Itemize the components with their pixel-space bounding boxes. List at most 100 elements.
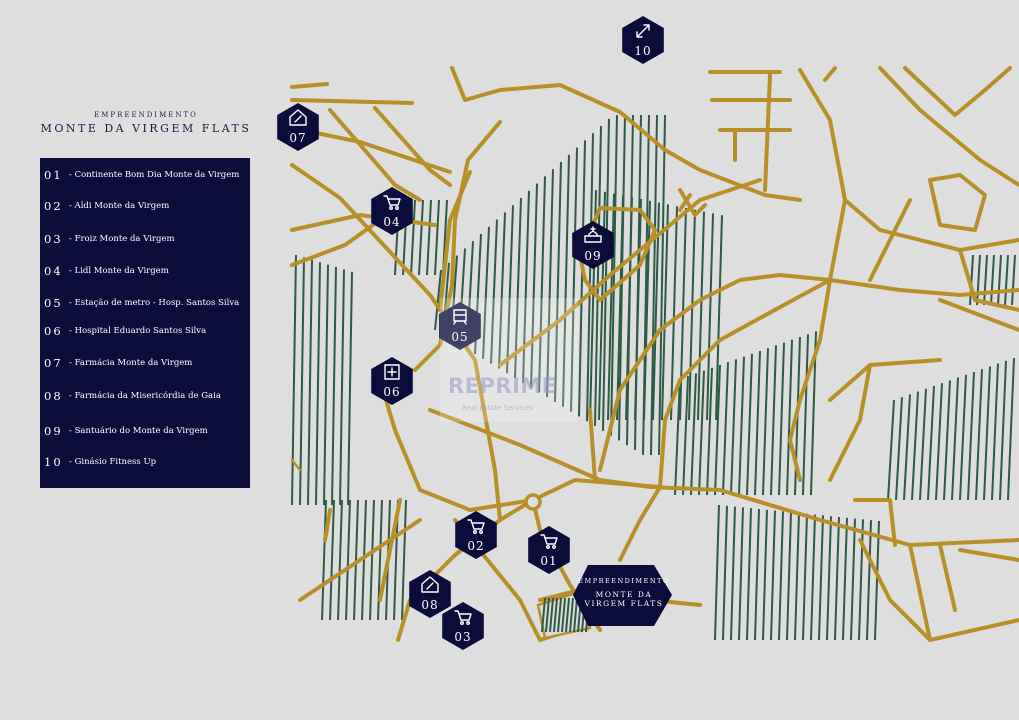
shopping-cart-icon [540,534,558,549]
park-hatch-line [959,374,967,501]
park-hatch-line [643,200,651,421]
park-hatch-line [345,499,351,621]
metro-train-icon [453,309,467,325]
pharmacy-icon [289,109,307,126]
marker-hexagon [371,187,413,235]
church-icon [584,226,602,243]
park-hatch-line [321,499,327,621]
legend-label: - Continente Bom Dia Monte da Virgem [69,170,240,180]
park-hatch-line [586,133,594,422]
park-hatch-line [482,226,490,359]
site-hatch-line [541,597,546,633]
poi-marker-08[interactable]: 08 [409,570,451,618]
park-hatch-line [943,380,951,501]
park-hatch-line [842,517,848,641]
park-hatch-line [307,259,313,506]
poi-marker-01[interactable]: 01 [528,526,570,574]
park-hatch-line [999,360,1007,501]
legend-item: 06 - Hospital Eduardo Santos Silva [44,322,246,340]
park-hatch-line [746,353,753,496]
park-hatch-line [594,125,602,427]
park-hatch-line [794,512,800,641]
project-title: MONTE DA VIRGEM FLATS [40,122,252,135]
site-hatch-line [545,597,550,633]
poi-marker-02[interactable]: 02 [455,511,497,559]
site-hatch-line [569,597,574,633]
legend-label: - Aldi Monte da Virgem [69,201,170,211]
park-hatch-line [895,397,903,501]
park-hatch-line [850,518,856,641]
park-hatch-line [570,147,578,412]
park-hatch-line [903,394,911,501]
park-hatch-line [331,266,337,506]
legend-number: 06 [44,324,63,338]
park-hatch-line [887,399,895,501]
park-hatch-line [762,509,768,641]
park-hatch-line [562,154,570,407]
park-hatch-line [554,161,562,403]
poi-marker-05[interactable]: 05 [439,302,481,350]
site-hatch-line [573,597,578,633]
park-hatch-line [778,511,784,641]
poi-marker-06[interactable]: 06 [371,357,413,405]
park-hatch-line [786,512,792,641]
park-hatch-line [434,269,442,331]
poi-marker-09[interactable]: 09 [572,221,614,269]
watermark-box [440,298,578,422]
park-hatch-line [951,377,959,501]
legend-number: 04 [44,264,63,278]
legend-label: - Farmácia da Misericórdia de Gaia [69,391,221,401]
park-hatch-line [874,520,880,641]
poi-marker-04[interactable]: 04 [371,187,413,235]
park-hatch-line [377,499,383,621]
legend-label: - Farmácia Monte da Virgem [69,358,193,368]
park-hatch-line [997,254,1002,306]
park-hatch-line [826,516,832,641]
legend-item: 04 - Lidl Monte da Virgem [44,262,246,280]
site-marker-line1: MONTE DA [596,590,653,599]
marker-hexagon [439,302,481,350]
legend-label: - Ginásio Fitness Up [69,457,157,467]
park-hatch-line [698,370,705,496]
legend-number: 10 [44,455,63,469]
legend-number: 08 [44,389,63,403]
legend-item: 09 - Santuário do Monte da Virgem [44,422,246,440]
fitness-icon [636,24,650,38]
watermark-brand: REPRIME [448,374,557,398]
poi-marker-07[interactable]: 07 [277,103,319,151]
marker-number: 09 [584,249,601,263]
marker-number: 06 [383,385,400,399]
legend-number: 09 [44,424,63,438]
poi-marker-10[interactable]: 10 [622,16,664,64]
marker-number: 01 [540,554,557,568]
park-hatch-line [722,505,728,641]
project-subtitle: EMPREENDIMENTO [94,111,198,119]
roundabout [524,493,542,511]
park-hatch-line [323,264,329,506]
site-marker[interactable]: EMPREENDIMENTO MONTE DA VIRGEM FLATS [573,565,672,626]
park-hatch-line [315,262,321,506]
legend-label: - Lidl Monte da Virgem [69,266,169,276]
park-hatch-line [530,183,538,388]
legend-number: 01 [44,168,63,182]
park-hatch-line [498,212,506,369]
park-hatch-line [770,345,777,496]
park-hatch-line [616,195,624,421]
park-hatch-line [337,499,343,621]
park-hatch-line [661,204,669,421]
site-marker-line2: VIRGEM FLATS [584,599,664,608]
site-hatch-line [561,597,566,633]
park-hatch-line [738,507,744,641]
park-hatch-line [602,118,610,431]
park-hatch-line [329,499,335,621]
park-hatch-line [967,371,975,501]
park-hatch-line [1011,254,1016,306]
poi-marker-03[interactable]: 03 [442,602,484,650]
park-hatch-line [650,114,658,456]
park-hatch-line [990,254,995,306]
marker-hexagon [572,221,614,269]
site-plot [536,588,592,640]
site-hatch-line [557,597,562,633]
legend-panel: 01 - Continente Bom Dia Monte da Virgem … [40,158,250,488]
marker-hexagon [371,357,413,405]
